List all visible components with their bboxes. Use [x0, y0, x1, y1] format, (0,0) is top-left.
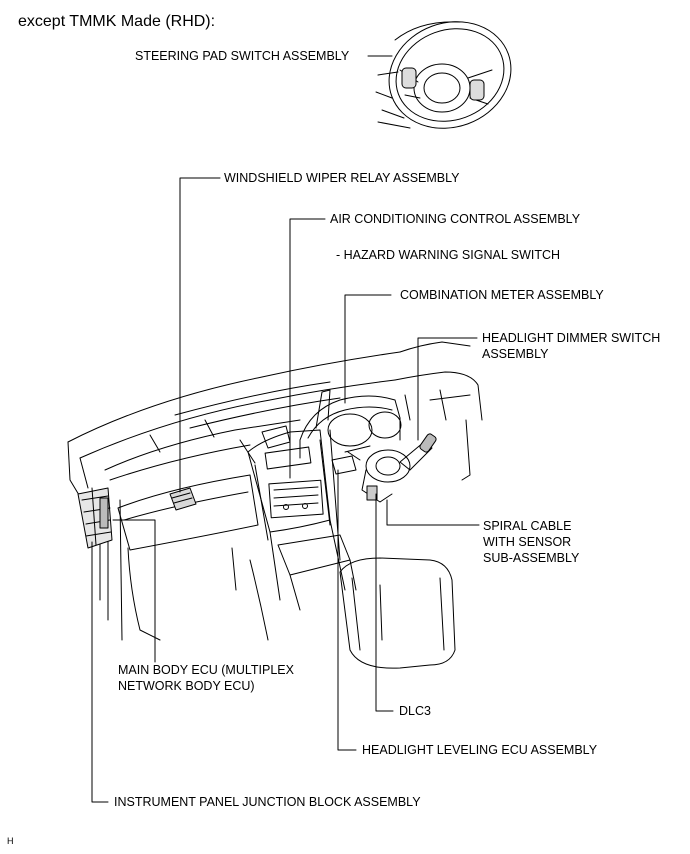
label-main-body-ecu-line-2: NETWORK BODY ECU)	[118, 679, 255, 693]
leader-lines	[91, 177, 480, 803]
label-dlc3: DLC3	[399, 704, 431, 718]
label-headlight-dimmer-switch: HEADLIGHT DIMMER SWITCH ASSEMBLY	[482, 330, 660, 362]
label-spiral-cable: SPIRAL CABLE WITH SENSOR SUB-ASSEMBLY	[483, 518, 579, 566]
label-headlight-dimmer-line-1: HEADLIGHT DIMMER SWITCH	[482, 331, 661, 345]
label-steering-pad-switch: STEERING PAD SWITCH ASSEMBLY	[135, 49, 350, 63]
label-windshield-wiper-relay: WINDSHIELD WIPER RELAY ASSEMBLY	[224, 171, 460, 185]
steering-wheel-inset	[375, 21, 512, 129]
label-main-body-ecu-line-1: MAIN BODY ECU (MULTIPLEX	[118, 663, 294, 677]
label-headlight-dimmer-line-2: ASSEMBLY	[482, 347, 549, 361]
junction-block-part	[77, 487, 113, 549]
label-combination-meter: COMBINATION METER ASSEMBLY	[400, 288, 604, 302]
label-headlight-leveling-ecu: HEADLIGHT LEVELING ECU ASSEMBLY	[362, 743, 598, 757]
label-hazard-warning-switch: - HAZARD WARNING SIGNAL SWITCH	[336, 248, 561, 262]
label-spiral-cable-line-1: SPIRAL CABLE	[483, 519, 572, 533]
label-air-conditioning-control: AIR CONDITIONING CONTROL ASSEMBLY	[330, 212, 581, 226]
instrument-panel-body	[67, 341, 483, 669]
label-instrument-panel-junction-block: INSTRUMENT PANEL JUNCTION BLOCK ASSEMBLY	[114, 795, 421, 809]
diagram-heading: except TMMK Made (RHD):	[18, 13, 216, 30]
wiper-relay-part	[169, 487, 197, 511]
label-spiral-cable-line-3: SUB-ASSEMBLY	[483, 551, 580, 565]
figure-code-mark: H	[7, 836, 14, 846]
label-main-body-ecu: MAIN BODY ECU (MULTIPLEX NETWORK BODY EC…	[118, 662, 294, 694]
label-spiral-cable-line-2: WITH SENSOR	[483, 535, 572, 549]
